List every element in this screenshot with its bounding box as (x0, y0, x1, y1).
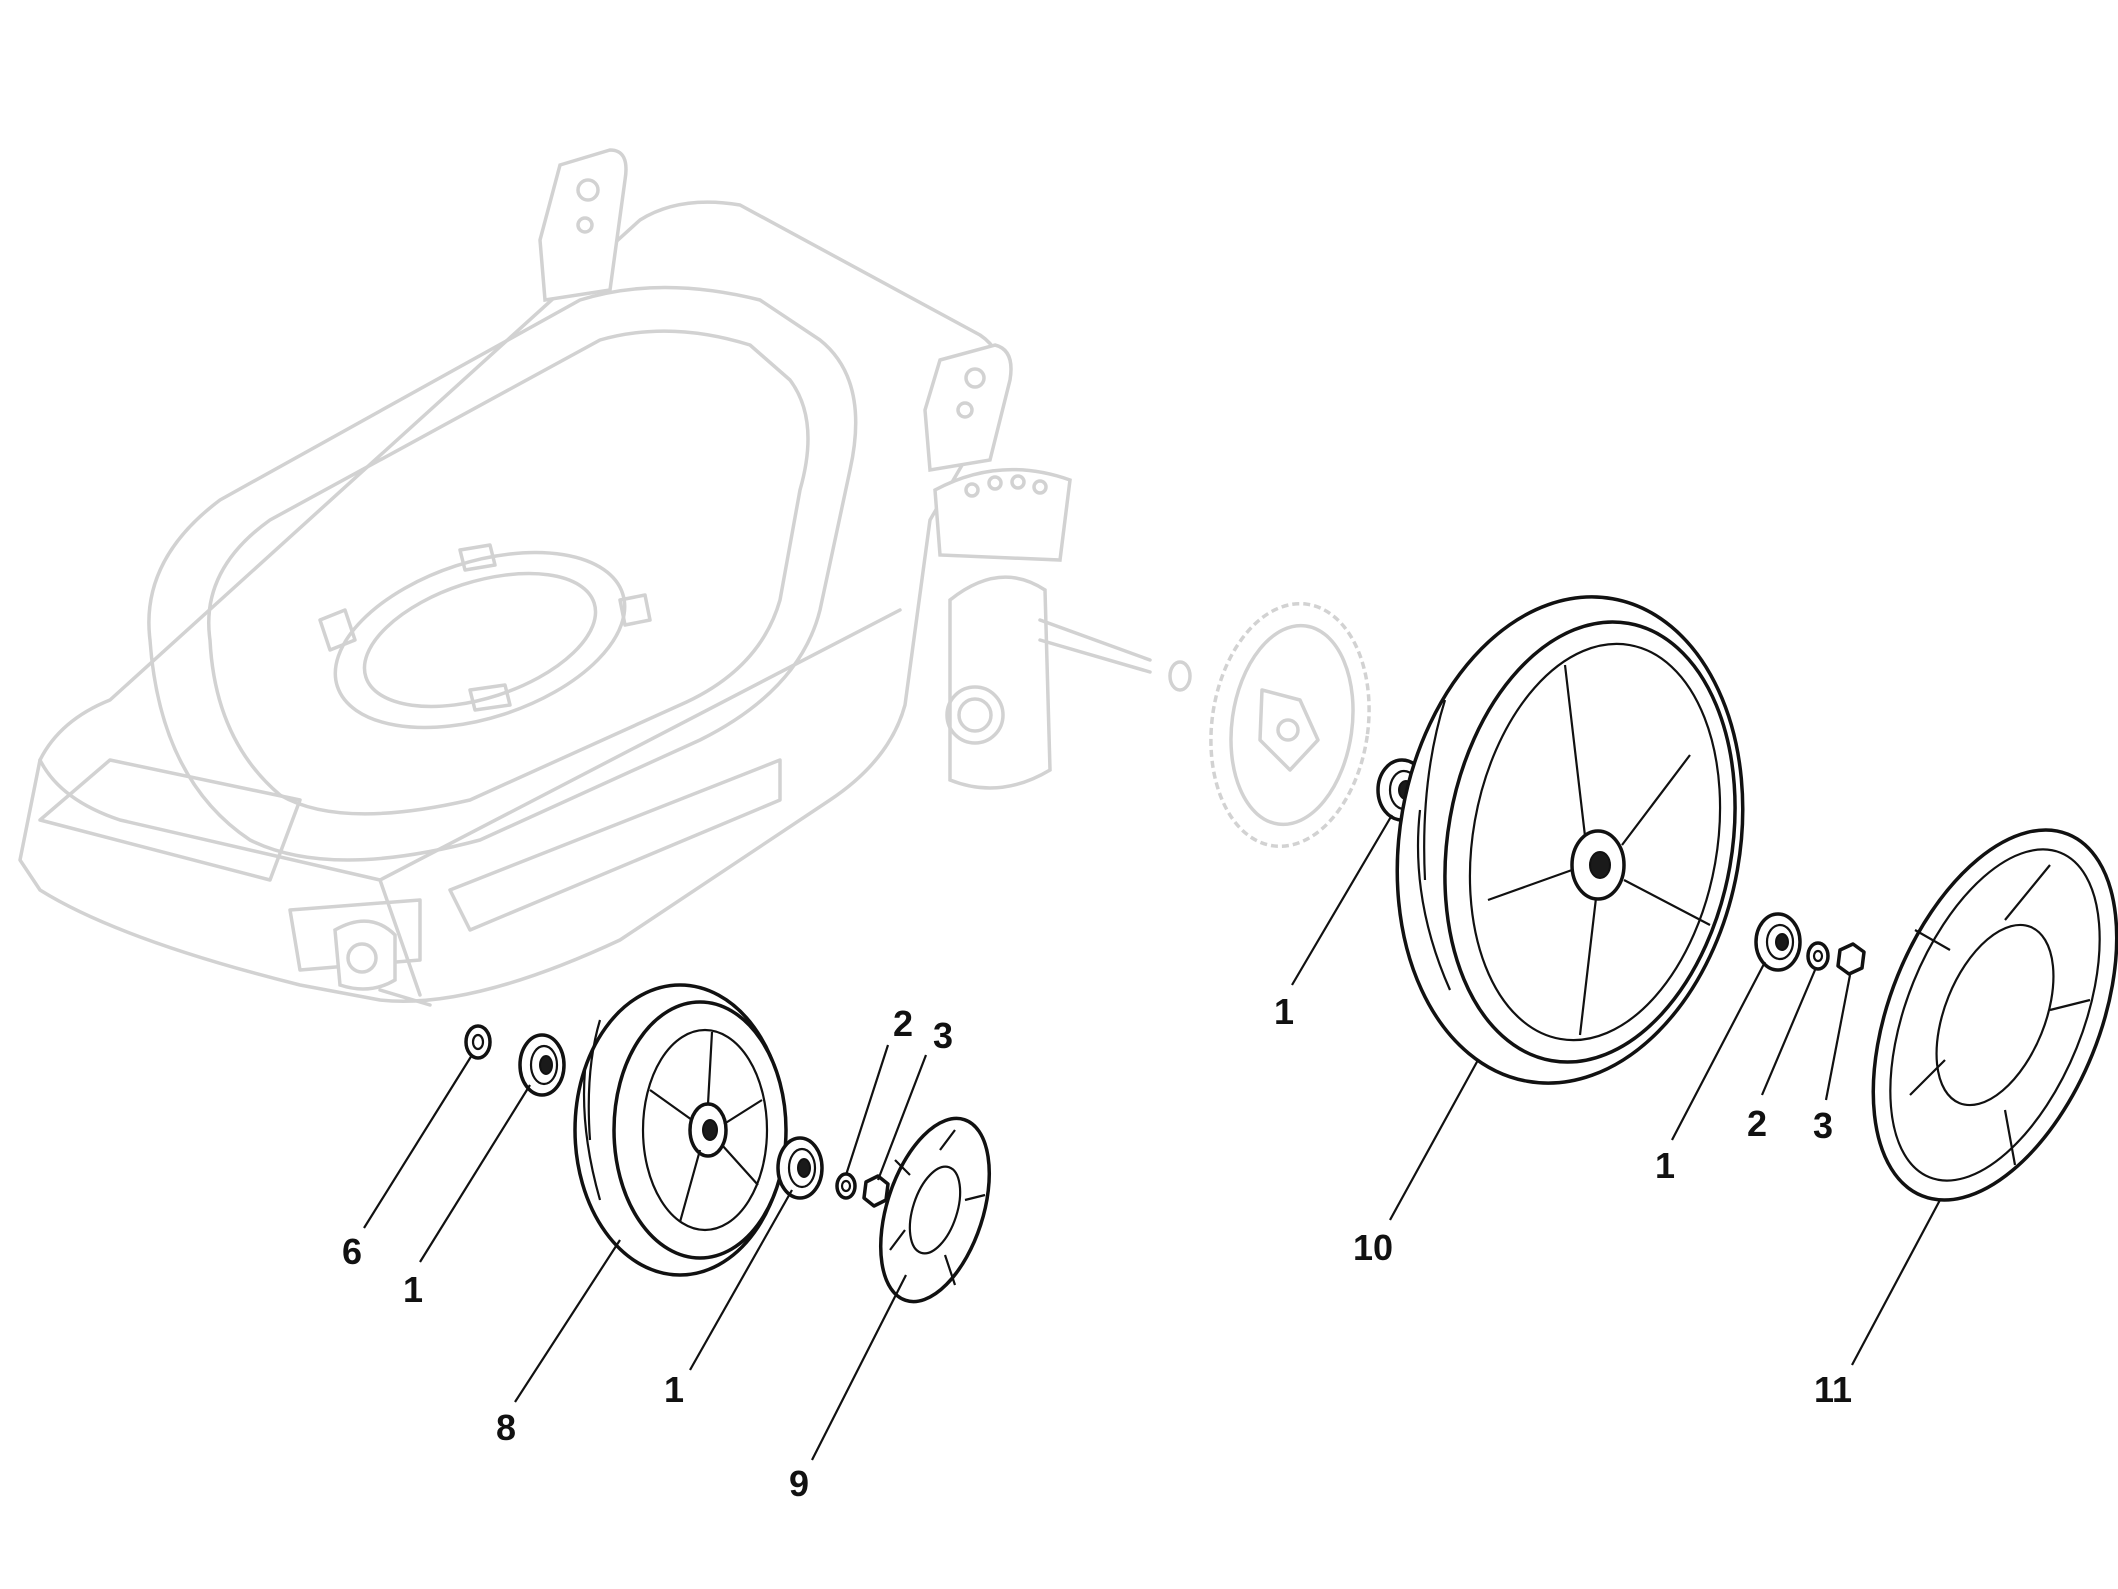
washer-part (1806, 941, 1830, 971)
mower-deck-ghost (18, 148, 1192, 1007)
callout-labels: 6 1 8 1 2 3 9 1 10 1 2 3 11 (342, 991, 1852, 1504)
washer-part (464, 1024, 492, 1060)
hubcap-small-part (878, 1116, 992, 1304)
callout-1: 1 (403, 1269, 423, 1310)
callout-2: 2 (893, 1003, 913, 1044)
callout-3: 3 (1813, 1105, 1833, 1146)
nut-part (1836, 942, 1866, 976)
front-wheel-assembly (464, 983, 992, 1304)
callout-8: 8 (496, 1407, 516, 1448)
washer-part (835, 1172, 857, 1200)
rear-wheel-assembly (1376, 595, 2118, 1202)
nut-part (862, 1174, 890, 1208)
drive-gear-ghost (1209, 601, 1371, 849)
callout-2: 2 (1747, 1103, 1767, 1144)
callout-10: 10 (1353, 1227, 1393, 1268)
hubcap-large-part (1871, 828, 2118, 1202)
callout-1: 1 (664, 1369, 684, 1410)
callout-3: 3 (933, 1015, 953, 1056)
leader-lines (363, 814, 1941, 1461)
callout-11: 11 (1814, 1369, 1852, 1410)
callout-1: 1 (1655, 1145, 1675, 1186)
callout-1: 1 (1274, 991, 1294, 1032)
callout-9: 9 (789, 1463, 809, 1504)
callout-6: 6 (342, 1231, 362, 1272)
